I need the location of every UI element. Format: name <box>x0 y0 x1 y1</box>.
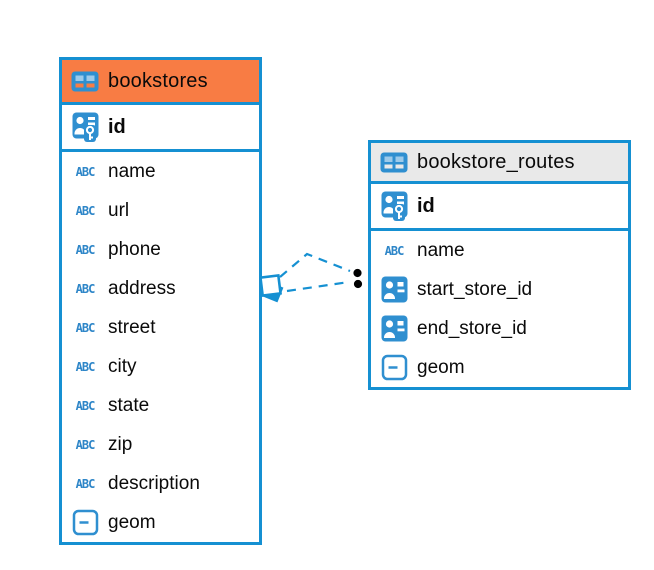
text-icon: ABC <box>75 281 96 296</box>
table-bookstore-routes-header[interactable]: bookstore_routes <box>371 143 628 184</box>
column-row-name[interactable]: ABC name <box>62 152 259 191</box>
table-icon <box>71 71 99 92</box>
geometry-icon <box>380 354 408 381</box>
column-name: name <box>417 239 465 261</box>
column-name: url <box>108 199 130 221</box>
column-name: geom <box>417 356 465 378</box>
column-row-description[interactable]: ABC description <box>62 464 259 503</box>
column-row-id[interactable]: id <box>62 105 259 152</box>
reference-icon <box>380 276 408 303</box>
column-name: phone <box>108 238 161 260</box>
column-row-zip[interactable]: ABC zip <box>62 425 259 464</box>
column-name: city <box>108 355 137 377</box>
column-row-end_store_id[interactable]: end_store_id <box>371 309 628 348</box>
text-icon: ABC <box>75 398 96 413</box>
table-title: bookstore_routes <box>417 150 575 173</box>
text-icon: ABC <box>384 243 405 258</box>
column-row-url[interactable]: ABC url <box>62 191 259 230</box>
column-name: address <box>108 277 176 299</box>
column-row-phone[interactable]: ABC phone <box>62 230 259 269</box>
column-row-street[interactable]: ABC street <box>62 308 259 347</box>
column-name: end_store_id <box>417 317 527 339</box>
table-title: bookstores <box>108 69 208 92</box>
column-row-state[interactable]: ABC state <box>62 386 259 425</box>
relation-line-lower <box>286 280 350 293</box>
column-name: start_store_id <box>417 278 533 300</box>
column-row-id[interactable]: id <box>371 184 628 231</box>
column-name: state <box>108 394 150 416</box>
column-row-address[interactable]: ABC address <box>62 269 259 308</box>
column-name: description <box>108 472 200 494</box>
column-name: street <box>108 316 156 338</box>
text-icon: ABC <box>75 359 96 374</box>
reference-icon <box>380 315 408 342</box>
column-name: name <box>108 160 156 182</box>
column-name: id <box>417 194 435 217</box>
column-name: zip <box>108 433 133 455</box>
text-icon: ABC <box>75 437 96 452</box>
table-bookstores-header[interactable]: bookstores <box>62 60 259 105</box>
table-icon <box>380 152 408 173</box>
text-icon: ABC <box>75 320 96 335</box>
text-icon: ABC <box>75 242 96 257</box>
relation-endpoint-dots <box>351 266 365 291</box>
relation-line-upper <box>279 252 351 278</box>
column-name: id <box>108 115 126 138</box>
primary-key-icon <box>380 191 408 222</box>
primary-key-icon <box>71 112 99 143</box>
text-icon: ABC <box>75 164 96 179</box>
column-name: geom <box>108 511 156 533</box>
relation-diamond-marker <box>259 274 284 303</box>
column-row-city[interactable]: ABC city <box>62 347 259 386</box>
column-row-geom[interactable]: geom <box>62 503 259 542</box>
column-row-geom[interactable]: geom <box>371 348 628 387</box>
geometry-icon <box>71 509 99 536</box>
text-icon: ABC <box>75 203 96 218</box>
column-row-name[interactable]: ABC name <box>371 231 628 270</box>
text-icon: ABC <box>75 476 96 491</box>
column-row-start_store_id[interactable]: start_store_id <box>371 270 628 309</box>
